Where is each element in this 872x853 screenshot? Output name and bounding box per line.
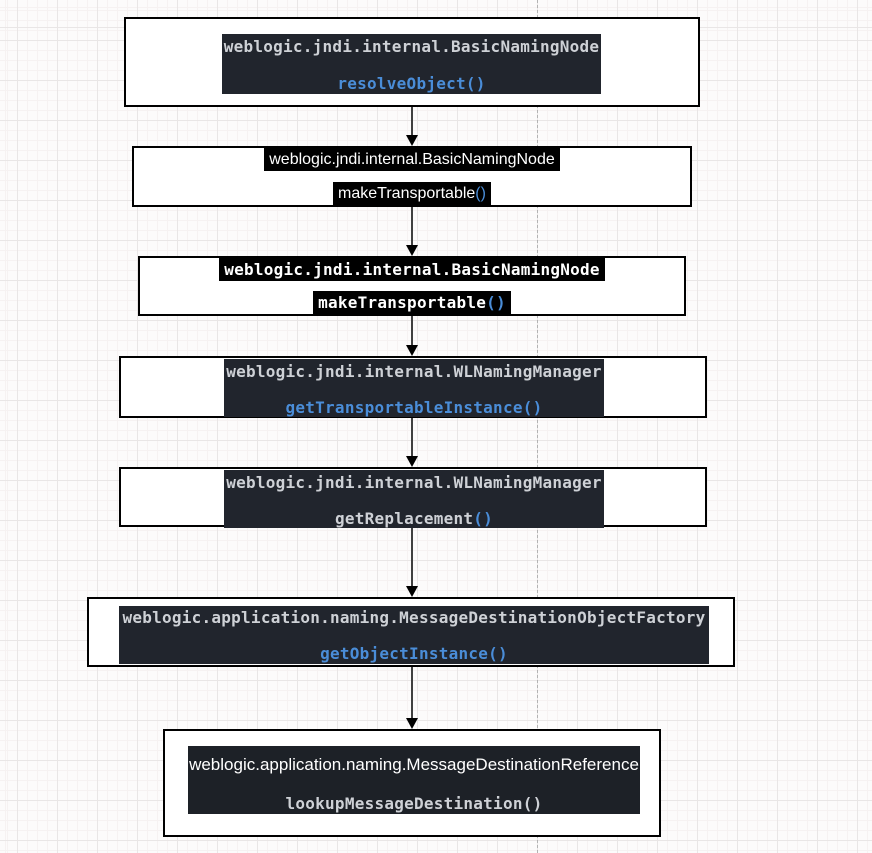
arrow-shaft (411, 667, 413, 718)
method-name: lookupMessageDestination (285, 794, 523, 813)
method-label: getTransportableInstance() (286, 398, 543, 417)
method-label: makeTransportable() (313, 291, 511, 314)
class-name-label: weblogic.jndi.internal.BasicNamingNode (219, 258, 605, 281)
class-name-label: weblogic.application.naming.MessageDesti… (189, 755, 639, 774)
method-parens: () (522, 398, 543, 417)
code-panel: weblogic.application.naming.MessageDesti… (119, 606, 709, 664)
flow-arrow-2[interactable] (406, 207, 418, 256)
method-label: resolveObject() (337, 74, 485, 93)
class-name-label: weblogic.jndi.internal.WLNamingManager (226, 362, 602, 381)
flow-arrow-5[interactable] (406, 527, 418, 597)
node-basicnamingnode-maketransportable-1[interactable]: weblogic.jndi.internal.BasicNamingNode m… (132, 146, 692, 207)
node-wlnamingmanager-gettransportableinstance[interactable]: weblogic.jndi.internal.WLNamingManager g… (119, 356, 707, 418)
method-name: makeTransportable (318, 293, 487, 312)
flow-arrow-3[interactable] (406, 316, 418, 356)
flow-arrow-4[interactable] (406, 418, 418, 467)
class-name-label: weblogic.application.naming.MessageDesti… (122, 608, 706, 627)
page-boundary-divider (537, 0, 538, 853)
arrow-shaft (411, 418, 413, 456)
method-name: getTransportableInstance (285, 398, 523, 417)
node-basicnamingnode-resolveobject[interactable]: weblogic.jndi.internal.BasicNamingNode r… (124, 17, 700, 107)
node-wlnamingmanager-getreplacement[interactable]: weblogic.jndi.internal.WLNamingManager g… (119, 467, 707, 528)
arrowhead-icon (406, 718, 418, 729)
method-parens: () (475, 185, 486, 202)
flow-arrow-1[interactable] (406, 107, 418, 146)
arrowhead-icon (406, 586, 418, 597)
code-panel: weblogic.application.naming.MessageDesti… (188, 746, 640, 814)
node-messagedestinationobjectfactory-getobjectinstance[interactable]: weblogic.application.naming.MessageDesti… (87, 597, 735, 667)
code-panel: weblogic.jndi.internal.WLNamingManager g… (224, 470, 604, 528)
method-name: getReplacement (334, 509, 474, 528)
flow-arrow-6[interactable] (406, 667, 418, 729)
class-name-label: weblogic.jndi.internal.WLNamingManager (226, 473, 602, 492)
arrowhead-icon (406, 456, 418, 467)
class-name-label: weblogic.jndi.internal.BasicNamingNode (264, 148, 560, 171)
arrowhead-icon (406, 345, 418, 356)
method-name: getObjectInstance (320, 644, 489, 663)
arrowhead-icon (406, 135, 418, 146)
method-label: lookupMessageDestination() (286, 794, 543, 813)
method-name: makeTransportable (338, 185, 476, 202)
arrow-shaft (411, 527, 413, 586)
method-parens: () (522, 794, 543, 813)
arrow-shaft (411, 316, 413, 345)
method-parens: () (488, 644, 508, 663)
method-parens: () (473, 509, 494, 528)
method-label: getReplacement() (335, 509, 493, 528)
arrowhead-icon (406, 245, 418, 256)
code-panel: weblogic.jndi.internal.BasicNamingNode r… (222, 34, 601, 94)
class-name-label: weblogic.jndi.internal.BasicNamingNode (223, 37, 600, 56)
node-messagedestinationreference-lookupmessagedestination[interactable]: weblogic.application.naming.MessageDesti… (163, 729, 661, 837)
arrow-shaft (411, 207, 413, 245)
method-name: resolveObject (337, 74, 466, 93)
method-parens: () (486, 293, 506, 312)
method-parens: () (465, 74, 486, 93)
method-label: makeTransportable() (333, 182, 491, 205)
arrow-shaft (411, 107, 413, 135)
method-label: getObjectInstance() (320, 644, 508, 663)
node-basicnamingnode-maketransportable-2[interactable]: weblogic.jndi.internal.BasicNamingNode m… (138, 256, 686, 316)
code-panel: weblogic.jndi.internal.WLNamingManager g… (224, 359, 604, 417)
